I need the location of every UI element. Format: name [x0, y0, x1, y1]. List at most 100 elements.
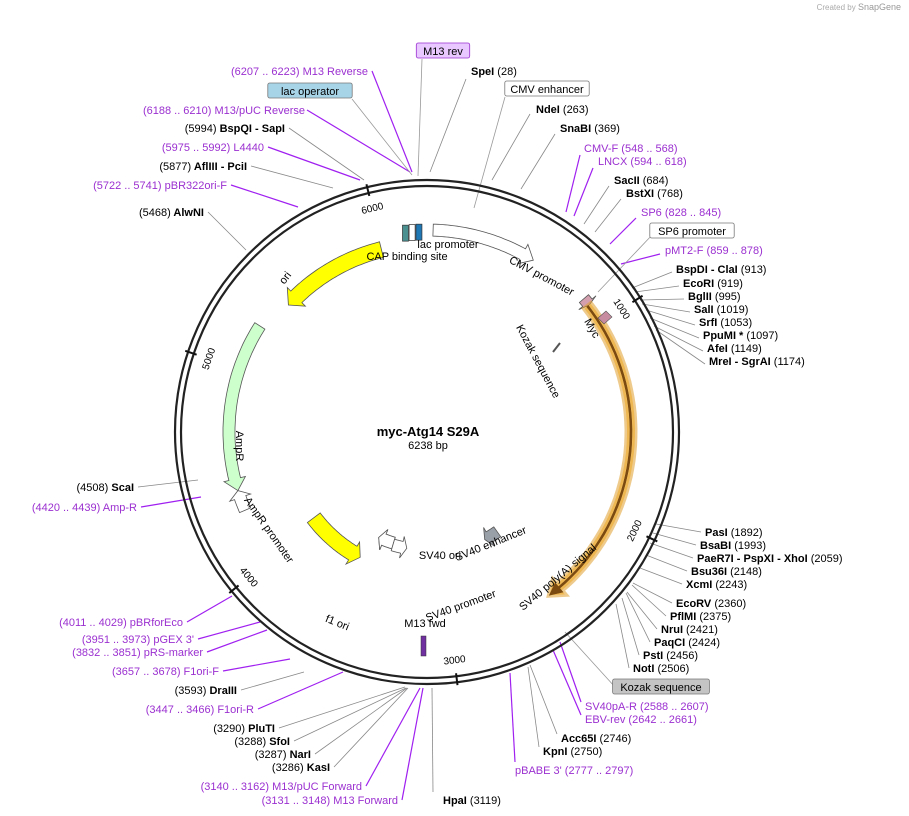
site-label-3447-3466-f1ori-r[interactable]: (3447 .. 3466) F1ori-R	[146, 704, 254, 716]
feature-ampr-promoter[interactable]	[228, 490, 252, 514]
site-label-sali-1019[interactable]: SalI (1019)	[694, 304, 748, 316]
feature-sv40-promoter[interactable]	[390, 536, 408, 559]
feature-myc-atg14-orf[interactable]	[546, 300, 638, 598]
site-label-3286-kasi[interactable]: (3286) KasI	[272, 762, 330, 774]
site-label-ecori-919[interactable]: EcoRI (919)	[683, 278, 743, 290]
site-label-pmt2-f-859-878[interactable]: pMT2-F (859 .. 878)	[665, 245, 763, 257]
tick-label-1000: 1000	[610, 297, 631, 322]
site-label-acc65i-2746[interactable]: Acc65I (2746)	[561, 733, 631, 745]
site-leader-line	[230, 184, 299, 208]
site-label-bsabi-1993[interactable]: BsaBI (1993)	[700, 540, 766, 552]
site-leader-line	[197, 621, 261, 640]
site-label-bspdi-clai-913[interactable]: BspDI - ClaI (913)	[676, 264, 766, 276]
site-leader-line	[333, 687, 409, 768]
feature-cmv-promoter[interactable]	[432, 223, 534, 265]
site-label-ndei-263[interactable]: NdeI (263)	[536, 104, 589, 116]
site-label-pasi-1892[interactable]: PasI (1892)	[705, 527, 763, 539]
site-label-5975-5992-l4440[interactable]: (5975 .. 5992) L4440	[162, 142, 264, 154]
site-leader-line	[520, 133, 556, 190]
site-label-paqci-2424[interactable]: PaqCI (2424)	[654, 637, 720, 649]
site-label-mrei-sgrai-1174[interactable]: MreI - SgrAI (1174)	[709, 356, 805, 368]
myc-tag-marker	[597, 310, 613, 325]
site-label-pflmi-2375[interactable]: PflMI (2375)	[670, 611, 731, 623]
box-m13rev[interactable]	[415, 42, 471, 59]
site-label-sp6-828-845[interactable]: SP6 (828 .. 845)	[641, 207, 721, 219]
site-label-3140-3162-m13-puc-forward[interactable]: (3140 .. 3162) M13/pUC Forward	[201, 781, 362, 793]
site-label-bstxi-768[interactable]: BstXI (768)	[626, 188, 683, 200]
tick-mark-3000	[455, 673, 459, 686]
site-label-3593-draiii[interactable]: (3593) DraIII	[175, 685, 237, 697]
feature-f1-ori[interactable]	[306, 512, 361, 566]
site-label-ebv-rev-2642-2661[interactable]: EBV-rev (2642 .. 2661)	[585, 714, 697, 726]
feature-sv40-enhancer[interactable]	[378, 529, 396, 551]
site-leader-line	[655, 329, 706, 365]
box-lacop[interactable]	[267, 82, 353, 99]
site-label-ppumi-1097[interactable]: PpuMI * (1097)	[703, 330, 778, 342]
site-label-lncx-594-618[interactable]: LNCX (594 .. 618)	[598, 156, 687, 168]
site-label-4011-4029-pbrforeco[interactable]: (4011 .. 4029) pBRforEco	[59, 617, 183, 629]
site-label-paer7i-pspxi-xhoi-2059[interactable]: PaeR7I - PspXI - XhoI (2059)	[697, 553, 843, 565]
site-label-4420-4439-amp-r[interactable]: (4420 .. 4439) Amp-R	[32, 502, 137, 514]
site-label-3288-sfoi[interactable]: (3288) SfoI	[234, 736, 290, 748]
feature-lac-promoter[interactable]	[408, 224, 416, 241]
site-leader-line	[649, 542, 694, 559]
feature-ori[interactable]	[286, 241, 384, 307]
site-leader-line	[625, 592, 651, 643]
site-leader-line	[314, 687, 408, 755]
box-text-lacop: lac operator	[281, 86, 339, 98]
site-label-afei-1149[interactable]: AfeI (1149)	[707, 343, 762, 355]
feature-label-capbind: CAP binding site	[366, 251, 447, 263]
site-label-bsu36i-2148[interactable]: Bsu36I (2148)	[691, 566, 762, 578]
site-label-3951-3973-pgex-3[interactable]: (3951 .. 3973) pGEX 3'	[82, 634, 194, 646]
site-label-xcmi-2243[interactable]: XcmI (2243)	[686, 579, 747, 591]
site-leader-line	[288, 127, 365, 181]
site-label-4508-scai[interactable]: (4508) ScaI	[77, 482, 134, 494]
site-label-sacii-684[interactable]: SacII (684)	[614, 175, 668, 187]
site-leader-line	[583, 185, 610, 225]
site-label-6207-6223-m13-reverse[interactable]: (6207 .. 6223) M13 Reverse	[231, 66, 368, 78]
site-leader-line	[653, 325, 704, 352]
site-label-6188-6210-m13-puc-reverse[interactable]: (6188 .. 6210) M13/pUC Reverse	[143, 105, 305, 117]
site-leader-line	[257, 671, 344, 710]
site-label-noti-2506[interactable]: NotI (2506)	[633, 663, 689, 675]
site-label-3657-3678-f1ori-f[interactable]: (3657 .. 3678) F1ori-F	[112, 666, 219, 678]
site-label-3131-3148-m13-forward[interactable]: (3131 .. 3148) M13 Forward	[262, 795, 398, 807]
feature-sv40-poly-a-signal[interactable]	[483, 526, 502, 547]
feature-label-kozakv: Kozak sequence	[513, 323, 562, 400]
site-label-bglii-995[interactable]: BglII (995)	[688, 291, 741, 303]
site-label-5877-afliii-pcii[interactable]: (5877) AflIII - PciI	[159, 161, 247, 173]
box-cmvenh[interactable]	[504, 80, 590, 97]
site-label-sv40pa-r-2588-2607[interactable]: SV40pA-R (2588 .. 2607)	[585, 701, 709, 713]
site-label-hpai-3119[interactable]: HpaI (3119)	[443, 795, 501, 807]
box-kozak[interactable]	[612, 678, 710, 695]
site-label-nrui-2421[interactable]: NruI (2421)	[661, 624, 718, 636]
box-sp6prom[interactable]	[649, 222, 735, 239]
site-label-spei-28[interactable]: SpeI (28)	[471, 66, 517, 78]
site-leader-line	[240, 671, 305, 691]
site-label-pbabe-3-2777-2797[interactable]: pBABE 3' (2777 .. 2797)	[515, 765, 633, 777]
site-label-cmv-f-548-568[interactable]: CMV-F (548 .. 568)	[584, 143, 678, 155]
feature-ampr[interactable]	[222, 322, 266, 492]
site-leader-line	[565, 154, 581, 213]
feature-cap-binding-site[interactable]	[402, 224, 409, 242]
site-label-ecorv-2360[interactable]: EcoRV (2360)	[676, 598, 746, 610]
site-leader-line	[620, 253, 661, 265]
site-label-snabi-369[interactable]: SnaBI (369)	[560, 123, 620, 135]
site-label-kpni-2750[interactable]: KpnI (2750)	[543, 746, 602, 758]
site-label-5722-5741-pbr322ori-f[interactable]: (5722 .. 5741) pBR322ori-F	[93, 180, 227, 192]
site-label-psti-2456[interactable]: PstI (2456)	[643, 650, 698, 662]
site-leader-line	[655, 523, 702, 533]
site-label-3287-nari[interactable]: (3287) NarI	[255, 749, 311, 761]
site-leader-line	[527, 666, 540, 748]
site-label-3832-3851-prs-marker[interactable]: (3832 .. 3851) pRS-marker	[72, 647, 203, 659]
tick-label-2000: 2000	[625, 518, 645, 543]
site-label-5468-alwni[interactable]: (5468) AlwNI	[139, 207, 204, 219]
box-leader-sp6prom	[597, 233, 654, 293]
tick-label-6000: 6000	[360, 201, 385, 217]
site-label-5994-bspqi-sapi[interactable]: (5994) BspQI - SapI	[185, 123, 285, 135]
feature-lac-operator[interactable]	[415, 223, 423, 241]
site-label-3290-pluti[interactable]: (3290) PluTI	[213, 723, 275, 735]
box-text-sp6prom: SP6 promoter	[658, 226, 726, 238]
site-label-srfi-1053[interactable]: SrfI (1053)	[699, 317, 752, 329]
site-leader-line	[615, 603, 630, 669]
